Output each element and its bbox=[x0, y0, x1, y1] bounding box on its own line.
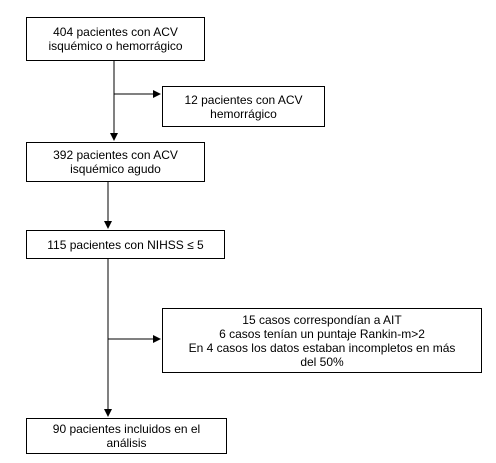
excluded-cases-line-3: En 4 casos los datos estaban incompletos… bbox=[188, 340, 456, 355]
acute-ischemic-line-1: 392 pacientes con ACV bbox=[53, 148, 178, 162]
excluded-cases-line-2: 6 casos tenían un puntaje Rankin-m>2 bbox=[219, 326, 425, 341]
start-line-2: isquémico o hemorrágico bbox=[48, 39, 183, 53]
start-line-1: 404 pacientes con ACV bbox=[53, 25, 178, 39]
included-line-2: análisis bbox=[106, 436, 147, 450]
excluded-hemorrhagic-line-1: 12 pacientes con ACV bbox=[184, 92, 303, 107]
excluded-hemorrhagic-box: 12 pacientes con ACV hemorrágico bbox=[162, 86, 325, 127]
excluded-cases-line-4: del 50% bbox=[300, 354, 344, 369]
included-box: 90 pacientes incluidos en el análisis bbox=[26, 418, 227, 454]
acute-ischemic-line-2: isquémico agudo bbox=[70, 162, 161, 176]
included-line-1: 90 pacientes incluidos en el bbox=[52, 422, 201, 436]
acute-ischemic-box: 392 pacientes con ACV isquémico agudo bbox=[26, 142, 205, 182]
excluded-cases-box: 15 casos correspondían a AIT 6 casos ten… bbox=[162, 308, 482, 373]
nihss-line-1: 115 pacientes con NIHSS ≤ 5 bbox=[47, 237, 204, 252]
nihss-box: 115 pacientes con NIHSS ≤ 5 bbox=[26, 230, 225, 259]
excluded-cases-line-1: 15 casos correspondían a AIT bbox=[242, 312, 402, 327]
start-box: 404 pacientes con ACV isquémico o hemorr… bbox=[26, 17, 205, 61]
excluded-hemorrhagic-line-2: hemorrágico bbox=[210, 106, 277, 121]
